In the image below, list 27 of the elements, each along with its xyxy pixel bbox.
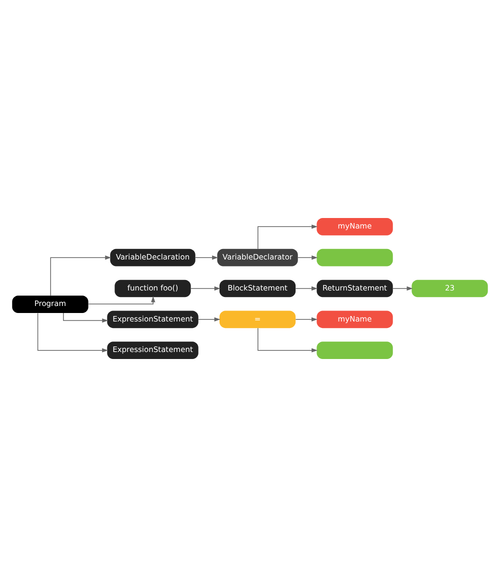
node-box: Program	[12, 295, 88, 312]
arrow	[50, 254, 112, 296]
arrow	[198, 316, 220, 322]
node-box: BlockStatement	[219, 279, 296, 297]
arrow	[88, 296, 156, 304]
node-box: =	[219, 310, 296, 328]
arrow	[258, 327, 318, 352]
node-box: 23	[412, 279, 488, 297]
node-box: myName	[316, 310, 393, 328]
node-box: ExpressionStatement	[107, 341, 198, 358]
node-box	[316, 248, 393, 266]
arrow	[195, 254, 218, 260]
node-box: VariableDeclarator	[217, 248, 298, 266]
node-box: ReturnStatement	[316, 279, 393, 297]
arrow	[295, 286, 318, 290]
node-box	[316, 341, 393, 358]
arrow	[190, 286, 220, 290]
arrow	[258, 224, 318, 249]
arrow	[295, 316, 318, 322]
node-box: VariableDeclaration	[110, 248, 196, 266]
node-box: ExpressionStatement	[107, 310, 198, 328]
node-box: function foo()	[114, 279, 191, 297]
arrow	[63, 312, 108, 322]
arrow	[392, 286, 413, 290]
node-box: myName	[316, 218, 393, 235]
arrow	[37, 312, 108, 352]
arrow	[298, 254, 318, 260]
